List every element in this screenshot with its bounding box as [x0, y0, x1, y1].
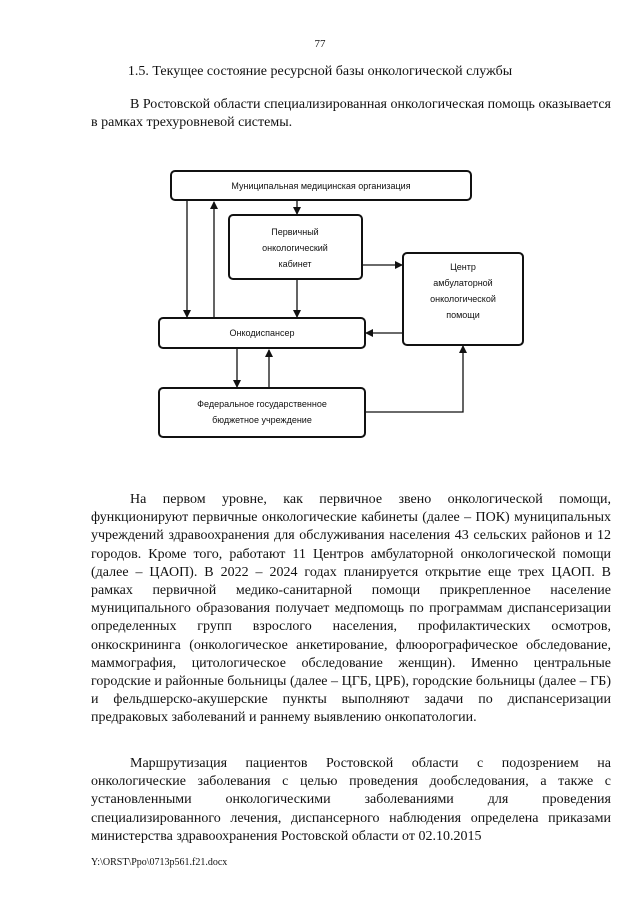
primary-cabinet-label-line3: кабинет	[278, 259, 311, 269]
oncology-dispensary-box	[158, 317, 366, 349]
paragraph-routing: Маршрутизация пациентов Ростовской облас…	[91, 756, 611, 844]
federal-institution-label-line1: Федеральное государственное	[197, 399, 327, 409]
primary-cabinet-label-line2: онкологический	[262, 243, 328, 253]
federal-institution-box	[158, 387, 366, 438]
paragraph-first-level: На первом уровне, как первичное звено он…	[91, 492, 611, 726]
outpatient-center-label-line1: Центр	[450, 262, 476, 272]
municipal-organization-label: Муниципальная медицинская организация	[231, 181, 410, 191]
arrow-federal-to-center	[366, 345, 467, 413]
primary-cabinet-label-line1: Первичный	[271, 227, 318, 237]
oncology-dispensary-label: Онкодиспансер	[230, 328, 295, 338]
footer-file-path: Y:\ORST\Ppo\0713p561.f21.docx	[91, 857, 228, 868]
page-number: 77	[314, 38, 326, 50]
municipal-organization-box	[170, 170, 472, 201]
outpatient-center-label-line4: помощи	[446, 310, 480, 320]
intro-paragraph: В Ростовской области специализированная …	[91, 97, 611, 131]
outpatient-center-label-line2: амбулаторной	[433, 278, 492, 288]
outpatient-center-label-line3: онкологической	[430, 294, 496, 304]
federal-institution-label-line2: бюджетное учреждение	[212, 415, 312, 425]
section-title: 1.5. Текущее состояние ресурсной базы он…	[127, 64, 513, 79]
primary-oncology-cabinet-box	[228, 214, 363, 280]
outpatient-oncology-center-box	[402, 252, 524, 346]
